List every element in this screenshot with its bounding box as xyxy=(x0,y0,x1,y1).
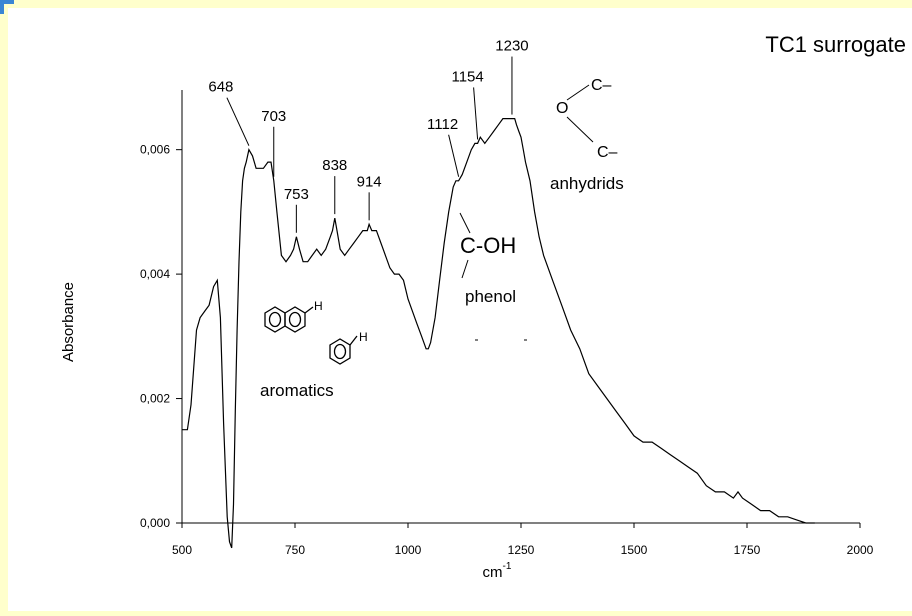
spectrum-line xyxy=(182,118,815,549)
corner-decoration xyxy=(0,0,14,14)
chart-title: TC1 surrogate xyxy=(765,32,906,57)
carbon-top-label: C– xyxy=(591,77,612,94)
x-axis-title-base: cm xyxy=(483,564,503,581)
phenol-hydrogen-label: H xyxy=(359,330,368,344)
peak-label: 648 xyxy=(208,79,233,96)
x-ticks: 500 750 1000 1250 1500 1750 2000 xyxy=(172,523,874,557)
peak-label: 1112 xyxy=(427,116,458,133)
oxygen-label: O xyxy=(556,100,568,117)
coh-leader-bottom xyxy=(461,259,469,279)
naphthol-hydrogen-label: H xyxy=(314,299,323,313)
peak-label: 1230 xyxy=(495,38,528,55)
x-tick-label: 500 xyxy=(172,543,192,557)
coh-leader-top xyxy=(459,212,471,234)
x-axis-title: cm-1 xyxy=(483,561,512,581)
x-tick-label: 1250 xyxy=(508,543,535,557)
x-tick-label: 1750 xyxy=(734,543,761,557)
x-axis-title-superscript: -1 xyxy=(503,561,512,572)
peak-label: 914 xyxy=(357,173,382,190)
x-tick-label: 1000 xyxy=(395,543,422,557)
peak-leader xyxy=(226,97,250,146)
anhydrids-label: anhydrids xyxy=(550,174,624,193)
peak-label: 1154 xyxy=(451,68,483,85)
coh-label: C-OH xyxy=(460,233,516,258)
x-tick-label: 1500 xyxy=(621,543,648,557)
peak-label: 703 xyxy=(261,108,286,125)
naphthol-structure-icon xyxy=(264,306,314,333)
peak-label: 838 xyxy=(322,157,347,174)
peak-labels: 648 703 753 838 914 1112 1154 1230 xyxy=(208,38,529,233)
y-ticks: 0,000 0,002 0,004 0,006 xyxy=(140,143,182,530)
y-axis-title: Absorbance xyxy=(60,282,77,362)
phenol-label: phenol xyxy=(465,287,516,306)
anhydride-bond-bottom xyxy=(566,116,594,143)
peak-label: 753 xyxy=(284,186,309,203)
x-tick-label: 2000 xyxy=(847,543,874,557)
phenol-structure-icon xyxy=(329,335,358,365)
carbon-bottom-label: C– xyxy=(597,144,618,161)
peak-leader xyxy=(473,87,479,140)
peak-leader xyxy=(448,134,460,177)
y-tick-label: 0,002 xyxy=(140,392,170,406)
y-tick-label: 0,000 xyxy=(140,516,170,530)
y-tick-label: 0,006 xyxy=(140,143,170,157)
aromatics-label: aromatics xyxy=(260,381,334,400)
anhydride-bond-top xyxy=(566,84,590,101)
x-tick-label: 750 xyxy=(285,543,305,557)
y-tick-label: 0,004 xyxy=(140,267,170,281)
